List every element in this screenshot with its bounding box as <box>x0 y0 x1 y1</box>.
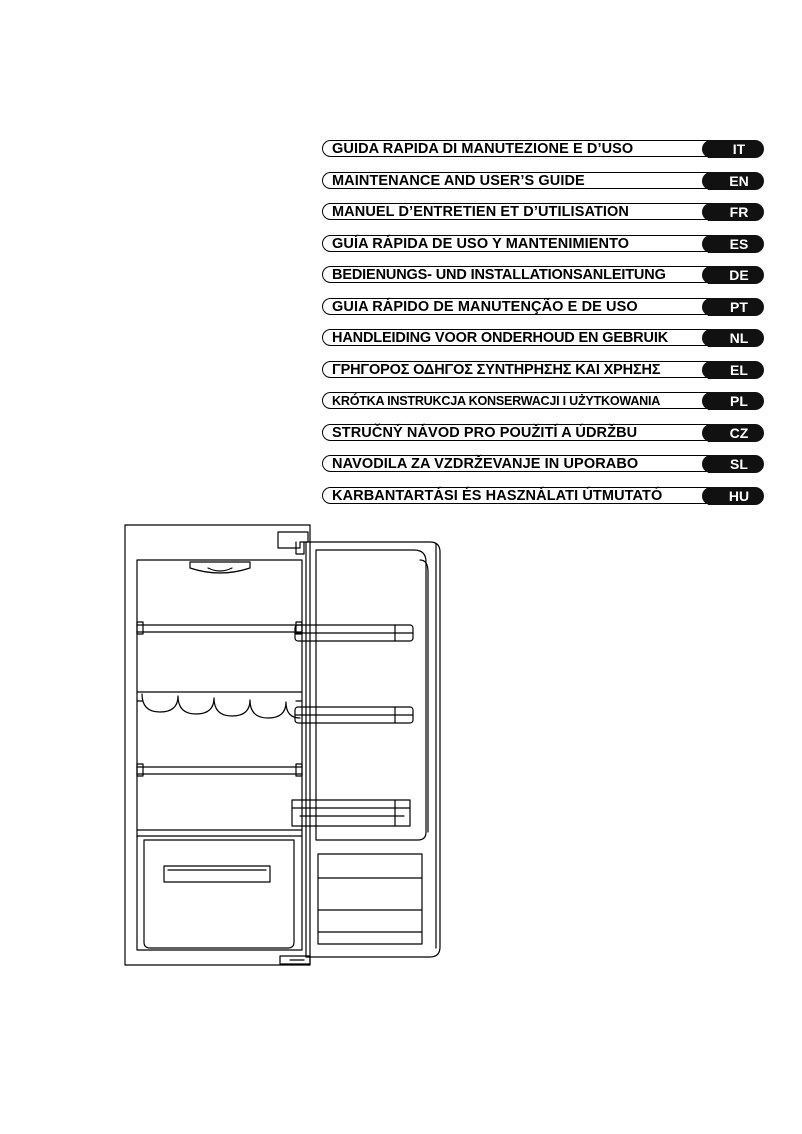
guide-title: STRUČNÝ NÁVOD PRO POUŽITÍ A ÚDRŽBU <box>332 424 638 441</box>
guide-title-frame <box>322 297 710 315</box>
language-code-badge: EN <box>702 171 764 190</box>
refrigerator-icon <box>124 524 441 966</box>
language-code-badge: NL <box>702 329 764 347</box>
guide-title: NAVODILA ZA VZDRŽEVANJE IN UPORABO <box>332 456 639 472</box>
language-code-badge: HU <box>702 486 764 505</box>
guide-title-frame <box>322 140 710 157</box>
language-code-badge: PL <box>702 392 764 410</box>
guide-title-frame <box>322 392 710 409</box>
guide-title: BEDIENUNGS- UND INSTALLATIONSANLEITUNG <box>332 267 666 283</box>
language-code-badge: FR <box>702 203 764 221</box>
guide-title: MANUEL D’ENTRETIEN ET D’UTILISATION <box>332 204 629 220</box>
guide-title: ΓΡΗΓΟΡΟΣ ΟΔΗΓΟΣ ΣΥΝΤΗΡΗΣΗΣ ΚΑΙ ΧΡΗΣΗΣ <box>332 361 661 378</box>
guide-title-frame <box>322 486 710 504</box>
language-code-badge: DE <box>702 266 764 284</box>
guide-row-pl: KRÓTKA INSTRUKCJA KONSERWACJI I UŻYTKOWA… <box>322 392 767 413</box>
guide-row-nl: HANDLEIDING VOOR ONDERHOUD EN GEBRUIK NL <box>322 329 767 350</box>
guide-title-frame <box>322 423 710 441</box>
language-code-badge: PT <box>702 297 764 316</box>
guide-title-frame <box>322 329 710 346</box>
language-guide-list: GUIDA RAPIDA DI MANUTEZIONE E D’USO IT M… <box>322 140 767 518</box>
language-code-badge: ES <box>702 234 764 253</box>
guide-row-hu: KARBANTARTÁSI ÉS HASZNÁLATI ÚTMUTATÓ HU <box>322 486 767 508</box>
guide-title: MAINTENANCE AND USER’S GUIDE <box>332 172 585 189</box>
guide-row-de: BEDIENUNGS- UND INSTALLATIONSANLEITUNG D… <box>322 266 767 287</box>
guide-title: HANDLEIDING VOOR ONDERHOUD EN GEBRUIK <box>332 330 669 346</box>
guide-row-el: ΓΡΗΓΟΡΟΣ ΟΔΗΓΟΣ ΣΥΝΤΗΡΗΣΗΣ ΚΑΙ ΧΡΗΣΗΣ EL <box>322 360 767 382</box>
language-code-badge: IT <box>702 140 764 158</box>
guide-title-frame <box>322 360 710 378</box>
guide-title: KARBANTARTÁSI ÉS HASZNÁLATI ÚTMUTATÓ <box>332 487 663 504</box>
language-code-badge: SL <box>702 455 764 473</box>
guide-title: GUÍA RÁPIDA DE USO Y MANTENIMIENTO <box>332 235 630 252</box>
guide-title-frame <box>322 266 710 283</box>
guide-title: GUIDA RAPIDA DI MANUTEZIONE E D’USO <box>332 141 634 157</box>
language-code-badge: CZ <box>702 423 764 442</box>
guide-row-fr: MANUEL D’ENTRETIEN ET D’UTILISATION FR <box>322 203 767 224</box>
guide-title: GUIA RÁPIDO DE MANUTENÇÃO E DE USO <box>332 298 638 315</box>
guide-row-en: MAINTENANCE AND USER’S GUIDE EN <box>322 171 767 193</box>
guide-title-frame <box>322 234 710 252</box>
language-code-badge: EL <box>702 360 764 379</box>
guide-row-es: GUÍA RÁPIDA DE USO Y MANTENIMIENTO ES <box>322 234 767 256</box>
guide-row-pt: GUIA RÁPIDO DE MANUTENÇÃO E DE USO PT <box>322 297 767 319</box>
guide-title-frame <box>322 455 710 472</box>
guide-row-cz: STRUČNÝ NÁVOD PRO POUŽITÍ A ÚDRŽBU CZ <box>322 423 767 445</box>
guide-row-sl: NAVODILA ZA VZDRŽEVANJE IN UPORABO SL <box>322 455 767 476</box>
guide-title-frame <box>322 203 710 220</box>
guide-title-frame <box>322 171 710 189</box>
guide-title: KRÓTKA INSTRUKCJA KONSERWACJI I UŻYTKOWA… <box>332 394 661 408</box>
guide-row-it: GUIDA RAPIDA DI MANUTEZIONE E D’USO IT <box>322 140 767 161</box>
